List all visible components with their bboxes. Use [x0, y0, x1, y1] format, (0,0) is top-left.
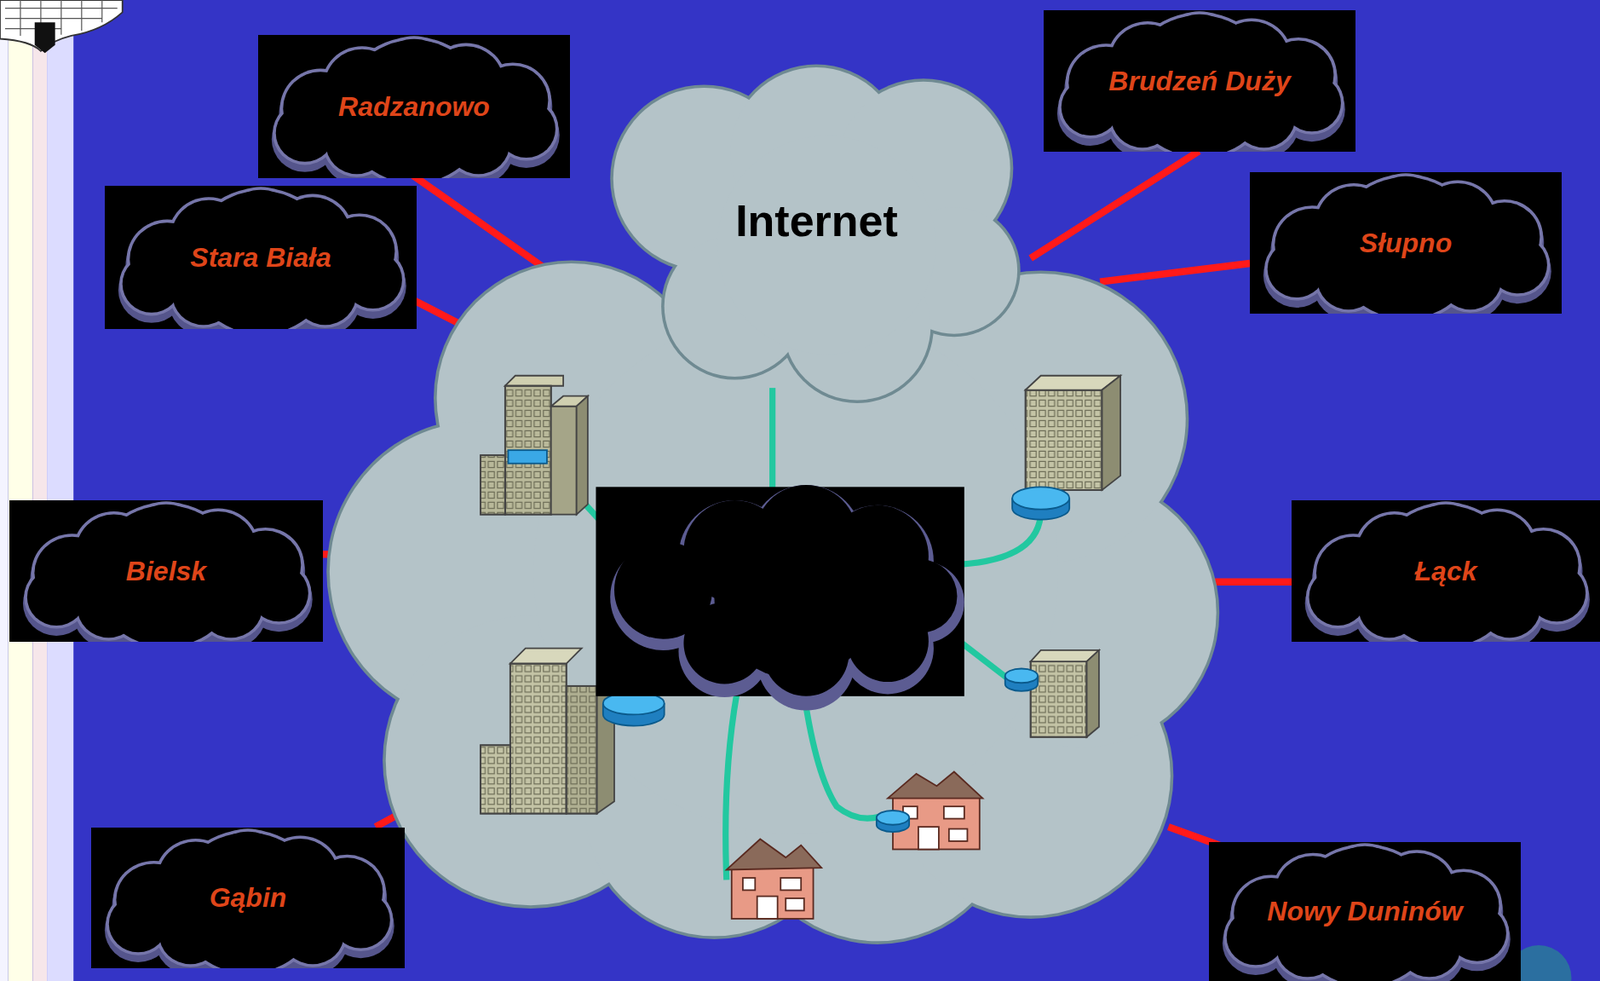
town-cloud: Łąck	[1291, 500, 1600, 642]
town-name: Stara Biała	[189, 241, 331, 274]
cloud-title: Internet	[735, 195, 898, 247]
stripe	[32, 0, 47, 981]
town-name: Radzanowo	[338, 91, 490, 123]
town-cloud: Brudzeń Duży	[1043, 10, 1356, 152]
town-name: Łąck	[1415, 555, 1478, 588]
stripe	[46, 0, 74, 981]
town-cloud: Słupno	[1249, 172, 1562, 314]
town-cloud: Bielsk	[9, 500, 323, 642]
central-dark-cloud	[595, 484, 964, 711]
town-cloud: Nowy Duninów	[1208, 841, 1521, 981]
town-name: Nowy Duninów	[1266, 895, 1462, 927]
emblem	[0, 0, 123, 53]
stripe	[0, 0, 9, 981]
town-name: Bielsk	[126, 555, 207, 588]
town-cloud: Gąbin	[91, 827, 405, 968]
town-name: Gąbin	[209, 881, 288, 914]
houses	[726, 771, 984, 918]
town-name: Słupno	[1359, 227, 1452, 259]
town-name: Brudzeń Duży	[1108, 65, 1290, 98]
teal-links	[579, 387, 1041, 880]
internet-label-box: Internet	[633, 189, 1001, 253]
stripe	[8, 0, 34, 981]
town-cloud: Stara Biała	[104, 185, 417, 329]
buildings	[480, 375, 1121, 814]
town-cloud: Radzanowo	[258, 34, 570, 179]
internet-cloud	[610, 63, 1020, 403]
